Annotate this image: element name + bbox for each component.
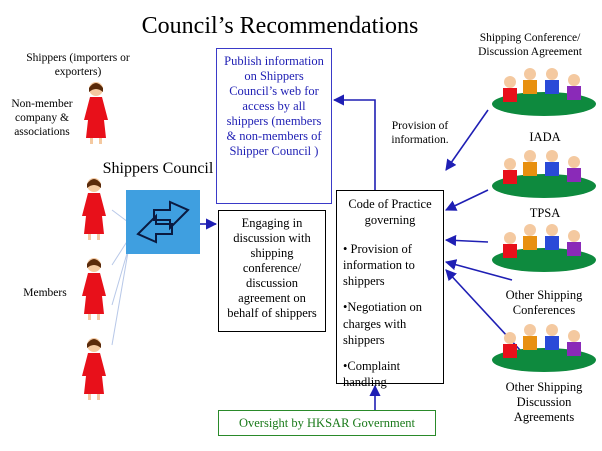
arrow-other-conf-to-code xyxy=(444,259,513,281)
meeting-table-icon xyxy=(492,68,596,116)
arrow-tpsa-to-code xyxy=(444,234,489,247)
provision-label: Provision of information. xyxy=(391,120,449,146)
engage-discussion-box: Engaging in discussion with shipping con… xyxy=(218,210,326,332)
person-figure-member-2 xyxy=(82,258,106,320)
arrow-code-to-publish xyxy=(332,94,376,190)
code-box-item: • Provision of information to shippers xyxy=(343,241,415,289)
council-label: Shippers Council xyxy=(102,160,214,177)
code-box-item: •Negotiation on charges with shippers xyxy=(343,300,423,347)
oversight-box: Oversight by HKSAR Government xyxy=(218,410,436,436)
meeting-table-icon xyxy=(492,224,596,272)
code-box-item: •Complaint handling xyxy=(343,359,401,390)
group-label-shipping-conference: Shipping Conference/ Discussion Agreemen… xyxy=(478,32,582,58)
council-exchange-icon xyxy=(126,190,200,254)
shippers-label: Shippers (importers or exporters) xyxy=(26,52,130,78)
code-box-title: Code of Practice governing xyxy=(348,197,432,228)
person-figure-member-3 xyxy=(82,338,106,400)
person-figure-member-1 xyxy=(82,178,106,240)
group-label-other-discussion: Other Shipping Discussion Agreements xyxy=(505,380,583,424)
members-label: Members xyxy=(23,287,67,299)
meeting-table-icon xyxy=(492,150,596,198)
member-connector-lines xyxy=(111,209,129,346)
group-label-tpsa: TPSA xyxy=(529,206,561,220)
meeting-table-icon xyxy=(492,324,596,372)
arrow-iada-to-code xyxy=(444,189,489,211)
code-of-practice-box: Code of Practice governing • Provision o… xyxy=(336,190,444,389)
group-label-other-conferences: Other Shipping Conferences xyxy=(505,288,583,317)
publish-info-box: Publish information on Shippers Council’… xyxy=(216,48,332,204)
person-figure-nonmember xyxy=(84,82,108,144)
arrow-conference-to-code xyxy=(445,109,489,171)
group-label-iada: IADA xyxy=(529,130,561,144)
nonmember-label: Non-member company & associations xyxy=(11,98,73,138)
diagram-title: Council’s Recommendations xyxy=(141,13,419,39)
